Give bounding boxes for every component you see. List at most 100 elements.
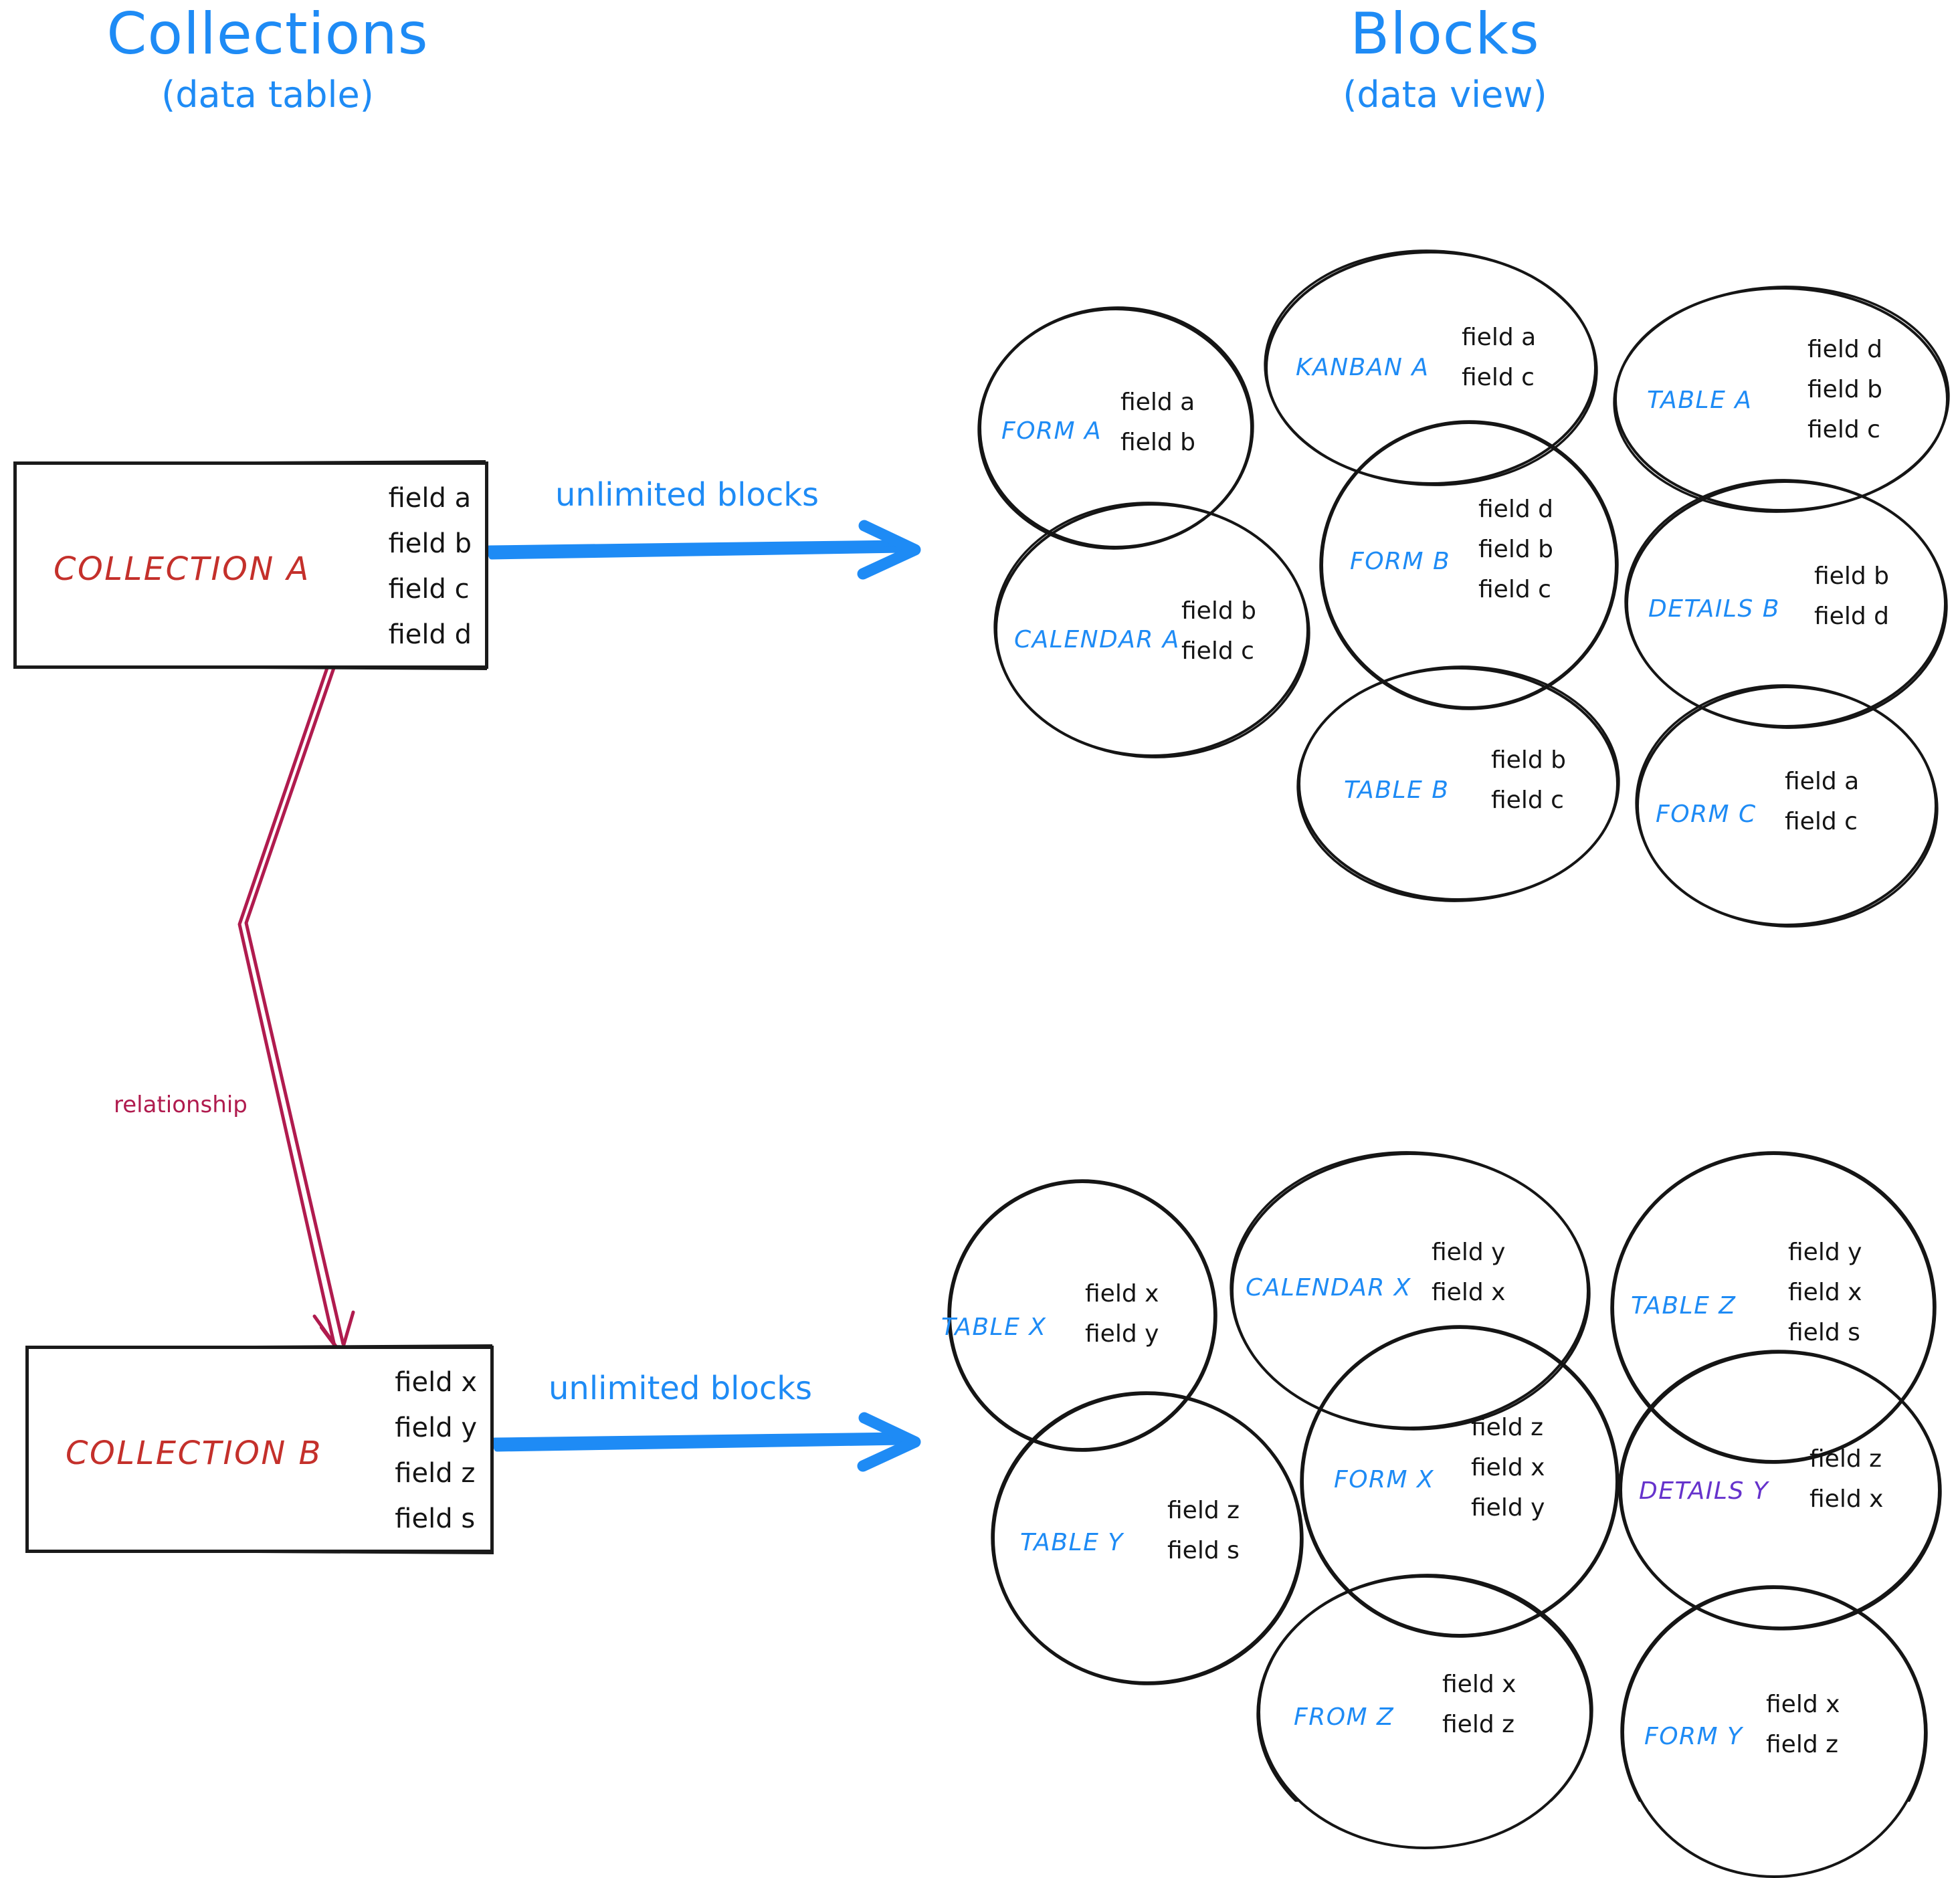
field-item: field z [1766,1731,1839,1758]
block-title: CALENDAR X [1246,1274,1411,1301]
field-item: field d [1478,496,1553,523]
block-from-z[interactable]: FROM Z field x field z [1258,1575,1592,1849]
block-field-list: field z field x field y [1471,1416,1545,1536]
collections-title: Collections [106,1,429,68]
field-item: field z [1471,1414,1544,1441]
arrow-label-unlimited-blocks-bottom: unlimited blocks [549,1370,813,1407]
block-table-a[interactable]: TABLE A field d field b field c [1614,287,1949,512]
field-item: field a [1785,768,1860,795]
block-title: KANBAN A [1296,354,1430,381]
block-field-list: field x field z [1766,1693,1840,1773]
field-item: field c [1478,576,1551,603]
field-item: field c [388,574,470,605]
collection-b-title: COLLECTION B [66,1435,322,1472]
field-item: field s [1788,1319,1860,1346]
block-title: TABLE Z [1631,1292,1737,1320]
field-item: field y [1432,1239,1506,1266]
field-item: field d [388,619,472,650]
field-item: field b [1491,746,1566,774]
field-item: field c [1181,637,1254,665]
field-item: field z [1809,1445,1882,1473]
block-title: FORM B [1350,548,1451,575]
block-table-x[interactable]: TABLE X field x field y [941,1180,1216,1451]
field-item: field b [388,528,472,559]
block-table-y[interactable]: TABLE Y field z field s [992,1392,1302,1684]
relationship-connector [237,665,355,1358]
collections-subtitle: (data table) [161,74,374,116]
field-item: field b [1814,562,1889,590]
field-item: field x [1085,1280,1159,1308]
arrow-label-unlimited-blocks-top: unlimited blocks [555,476,819,514]
block-title: FORM X [1334,1466,1435,1493]
field-item: field z [395,1458,476,1489]
block-details-y[interactable]: DETAILS Y field z field x [1620,1351,1941,1629]
field-item: field a [1462,324,1537,351]
block-field-list: field z field s [1167,1499,1240,1579]
block-field-list: field b field d [1814,564,1889,645]
field-item: field a [388,483,472,514]
collection-b-box[interactable]: COLLECTION B field x field y field z fie… [25,1346,494,1553]
block-field-list: field d field b field c [1807,338,1882,458]
block-table-b[interactable]: TABLE B field b field c [1298,667,1619,901]
block-title: FORM C [1656,801,1757,828]
block-title: TABLE Y [1020,1529,1124,1556]
field-item: field y [1471,1494,1545,1522]
block-field-list: field y field x field s [1788,1241,1862,1361]
field-item: field c [1785,808,1858,835]
block-field-list: field z field x [1809,1447,1883,1528]
collection-a-title: COLLECTION A [54,550,310,588]
block-title: DETAILS Y [1639,1477,1769,1505]
field-item: field x [1442,1671,1516,1698]
field-item: field b [1181,597,1256,625]
block-form-y[interactable]: FORM Y field x field z [1622,1586,1927,1878]
block-field-list: field b field c [1491,748,1566,829]
block-form-c[interactable]: FORM C field a field c [1636,686,1937,926]
field-item: field y [395,1413,477,1443]
field-item: field s [395,1503,476,1534]
collection-a-box[interactable]: COLLECTION A field a field b field c fie… [13,461,488,669]
block-title: DETAILS B [1648,595,1780,623]
relationship-label: relationship [114,1091,248,1118]
block-title: TABLE X [941,1314,1047,1341]
field-item: field d [1814,603,1889,630]
field-item: field b [1478,536,1553,563]
field-item: field y [1085,1320,1159,1348]
block-title: FROM Z [1294,1703,1395,1731]
block-field-list: field x field z [1442,1673,1516,1753]
page-title-collections: Collections (data table) [27,4,508,114]
block-title: TABLE A [1647,387,1753,414]
field-item: field y [1788,1239,1862,1266]
field-item: field c [1462,364,1535,391]
field-item: field s [1167,1537,1240,1564]
field-item: field z [1167,1497,1240,1524]
field-item: field c [1807,416,1880,443]
field-item: field c [1491,787,1564,814]
block-field-list: field x field y [1085,1282,1159,1362]
block-field-list: field a field b [1120,391,1195,471]
block-title: TABLE B [1344,776,1450,804]
block-field-list: field a field c [1785,770,1859,850]
field-item: field x [1432,1279,1506,1306]
block-form-b[interactable]: FORM B field d field b field c [1320,421,1618,709]
block-field-list: field d field b field c [1478,498,1553,618]
block-field-list: field a field c [1462,326,1536,406]
arrow-unlimited-blocks-bottom [489,1412,921,1472]
field-item: field a [1120,389,1195,416]
block-field-list: field b field c [1181,599,1256,680]
block-title: FORM A [1001,417,1102,445]
field-item: field x [395,1367,477,1398]
block-title: FORM Y [1644,1723,1743,1750]
block-calendar-a[interactable]: CALENDAR A field b field c [995,503,1309,757]
field-item: field x [1471,1454,1545,1481]
page-title-blocks: Blocks (data view) [1204,4,1686,114]
collection-b-field-list: field x field y field z field s [395,1369,477,1551]
field-item: field b [1120,429,1195,456]
collection-a-field-list: field a field b field c field d [389,485,472,667]
block-title: CALENDAR A [1014,626,1180,653]
blocks-title: Blocks [1350,1,1540,68]
field-item: field x [1788,1279,1862,1306]
arrow-unlimited-blocks-top [484,520,921,580]
block-field-list: field y field x [1432,1241,1505,1321]
field-item: field x [1766,1691,1840,1718]
field-item: field x [1809,1485,1884,1513]
